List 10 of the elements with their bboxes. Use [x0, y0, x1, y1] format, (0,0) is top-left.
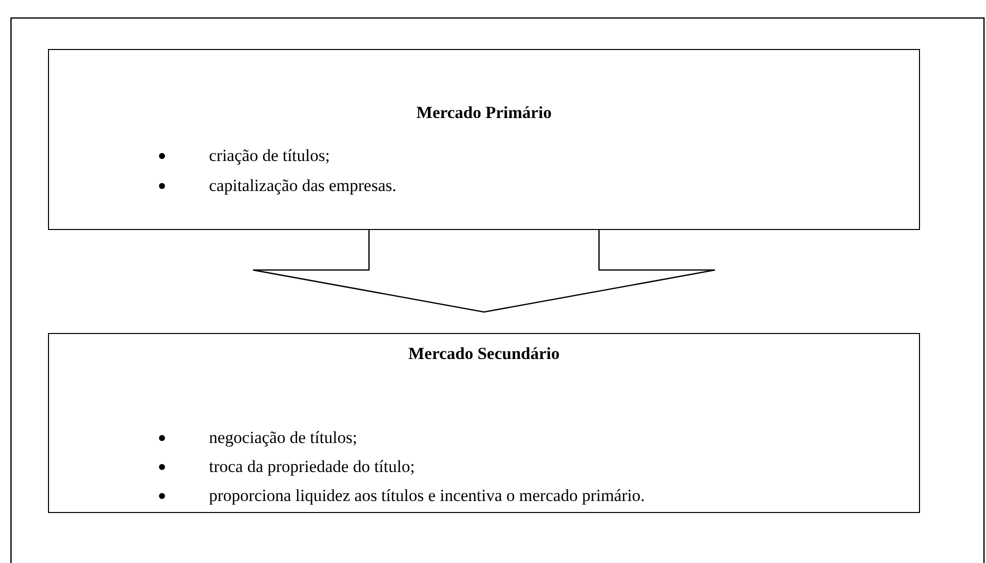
box-heading: Mercado Secundário: [407, 344, 561, 364]
text-box: [48, 333, 920, 513]
block-arrow: [252, 228, 716, 313]
bullet-text: negociação de títulos;: [209, 428, 358, 448]
bullet-text: proporciona liquidez aos títulos e incentiva o mercado primário.: [209, 486, 645, 506]
text-box: [48, 49, 920, 230]
box-heading: Mercado Primário: [415, 103, 553, 123]
bullet-text: capitalização das empresas.: [209, 176, 396, 196]
bullet-text: troca da propriedade do título;: [209, 457, 415, 477]
bullet-text: criação de títulos;: [209, 146, 330, 166]
